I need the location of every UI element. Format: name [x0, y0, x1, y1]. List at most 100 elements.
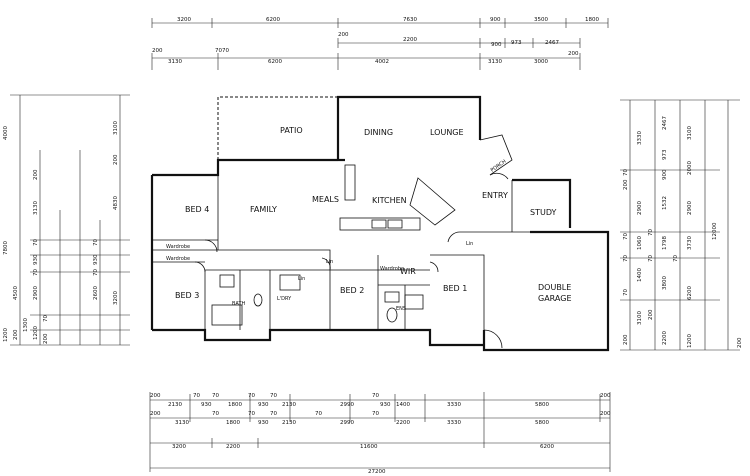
left-dim-6: 4500 [13, 286, 19, 300]
doors [194, 172, 509, 349]
right-dim-5: 70 [623, 233, 629, 240]
left-dim-23: 3200 [113, 291, 119, 305]
top-dim-6: 1800 [585, 17, 599, 23]
bottom-dim-33: 3200 [172, 444, 186, 450]
label-robe-2: Wardrobe [166, 256, 190, 262]
bottom-dim-28: 70 [372, 411, 379, 417]
left-dim-18: 4830 [113, 196, 119, 210]
room-bed4: BED 4 [185, 205, 209, 214]
top-dim-20: 200 [568, 51, 579, 57]
bottom-dim-11: 2990 [340, 402, 354, 408]
bottom-dim-18: 200 [150, 411, 161, 417]
room-laundry: L'DRY [277, 296, 292, 302]
right-dim-30: 200 [737, 337, 743, 348]
left-dim-17: 200 [113, 154, 119, 165]
right-dim-6: 1060 [637, 236, 643, 250]
right-dim-11: 200 [623, 334, 629, 345]
label-robe-3: Wardrobe [380, 266, 404, 272]
right-dimensions: 3330 70 200 2900 70 1060 70 1400 70 3100… [620, 99, 743, 351]
bottom-dim-36: 6200 [540, 444, 554, 450]
bottom-dim-7: 70 [248, 393, 255, 399]
bottom-dim-17: 200 [600, 393, 611, 399]
left-dim-10: 930 [33, 254, 39, 265]
bottom-dim-15: 3330 [447, 402, 461, 408]
top-dim-2: 6200 [266, 17, 280, 23]
left-dim-16: 3100 [113, 121, 119, 135]
top-dim-7: 200 [338, 32, 349, 38]
room-entry: ENTRY [482, 191, 508, 200]
left-dim-7: 200 [33, 169, 39, 180]
room-porch: PORCH [490, 159, 508, 174]
top-dim-16: 6200 [268, 59, 282, 65]
room-bed1: BED 1 [443, 284, 467, 293]
left-dim-8: 3130 [33, 201, 39, 215]
right-dim-26: 70 [673, 255, 679, 262]
left-dim-2: 7800 [3, 241, 9, 255]
room-patio: PATIO [280, 126, 303, 135]
right-dim-3: 200 [623, 179, 629, 190]
walls [150, 95, 610, 352]
right-dim-23: 2000 [687, 161, 693, 175]
right-dim-7: 70 [623, 255, 629, 262]
bottom-dim-9: 70 [270, 393, 277, 399]
room-ens: ENS [396, 306, 406, 312]
bottom-dim-25: 2130 [282, 420, 296, 426]
label-linen-3: Lin [326, 259, 333, 265]
right-dim-19: 3800 [662, 276, 668, 290]
top-dim-18: 3130 [488, 59, 502, 65]
bottom-dim-8: 930 [258, 402, 269, 408]
bottom-dim-16: 5800 [535, 402, 549, 408]
bottom-dim-22: 70 [248, 411, 255, 417]
left-dim-21: 70 [93, 269, 99, 276]
room-bed2: BED 2 [340, 286, 364, 295]
left-dim-1: 4000 [3, 126, 9, 140]
left-dim-13: 70 [43, 315, 49, 322]
left-dim-22: 2600 [93, 286, 99, 300]
top-dim-12: 200 [152, 48, 163, 54]
room-double-garage-2: GARAGE [538, 294, 572, 303]
right-dim-9: 70 [623, 289, 629, 296]
right-dim-8: 1400 [637, 268, 643, 282]
bottom-dim-14: 1400 [396, 402, 410, 408]
bottom-dim-3: 70 [193, 393, 200, 399]
top-dim-13: 70 [215, 48, 222, 54]
room-dining: DINING [364, 128, 393, 137]
left-dim-9: 70 [33, 239, 39, 246]
right-dim-27: 6200 [687, 286, 693, 300]
bottom-dim-5: 70 [212, 393, 219, 399]
right-dim-24: 2900 [687, 201, 693, 215]
label-linen-1: Lin [298, 276, 305, 282]
bottom-dim-1: 200 [150, 393, 161, 399]
left-dim-15: 200 [43, 333, 49, 344]
top-dim-9: 900 [491, 42, 502, 48]
left-dim-4: 200 [13, 329, 19, 340]
bottom-dim-24: 70 [270, 411, 277, 417]
right-dim-10: 3100 [637, 311, 643, 325]
top-dim-5: 3500 [534, 17, 548, 23]
right-dim-16: 70 [648, 229, 654, 236]
top-dim-3: 7630 [403, 17, 417, 23]
room-kitchen: KITCHEN [372, 196, 407, 205]
bottom-dim-6: 1800 [228, 402, 242, 408]
top-dim-10: 973 [511, 40, 522, 46]
top-dim-14: 3130 [168, 59, 182, 65]
bottom-dim-31: 5800 [535, 420, 549, 426]
right-dim-14: 900 [662, 169, 668, 180]
bottom-dim-2: 2130 [168, 402, 182, 408]
room-family: FAMILY [250, 205, 277, 214]
room-bath: BATH [232, 301, 246, 307]
bottom-dim-20: 70 [212, 411, 219, 417]
bottom-dim-35: 11600 [360, 444, 378, 450]
left-dim-11: 70 [33, 269, 39, 276]
bottom-dim-26: 70 [315, 411, 322, 417]
left-dim-19: 70 [93, 239, 99, 246]
room-bed3: BED 3 [175, 291, 199, 300]
top-dim-8: 2200 [403, 37, 417, 43]
left-dimensions: 4000 7800 1200 200 1300 4500 200 3130 70… [3, 94, 130, 346]
room-study: STUDY [530, 208, 557, 217]
bottom-dim-10: 2130 [282, 402, 296, 408]
right-dim-20: 200 [648, 309, 654, 320]
room-meals: MEALS [312, 195, 339, 204]
room-double-garage-1: DOUBLE [538, 283, 571, 292]
